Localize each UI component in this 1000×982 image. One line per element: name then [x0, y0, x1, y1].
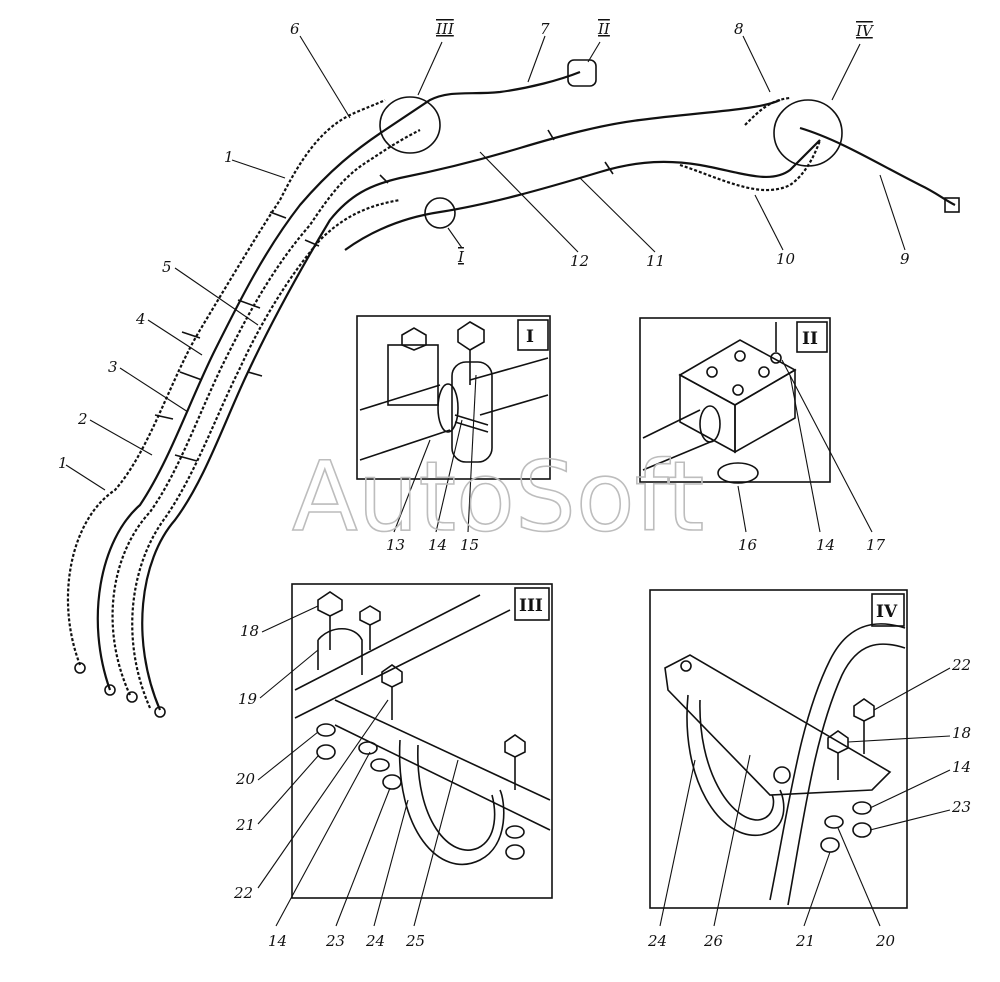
panel-III-callout-22: 22 — [233, 884, 253, 902]
marker-III: III — [435, 20, 455, 38]
panel-I-callout-15: 15 — [460, 536, 479, 554]
panel-IV-callout-24: 24 — [647, 932, 667, 950]
panel-IV-callout-21: 21 — [795, 932, 815, 950]
marker-IV: IV — [855, 22, 875, 40]
detail-panel-IV: IV 22 18 14 23 21 20 24 26 — [647, 589, 971, 950]
panel-IV-callout-23: 23 — [951, 798, 971, 816]
panel-IV-callout-20: 20 — [875, 932, 896, 950]
watermark-text: AutoSoft — [292, 441, 704, 553]
panel-II-callout-16: 16 — [738, 536, 758, 554]
panel-I-callout-14: 14 — [428, 536, 447, 554]
panel-III-callout-18: 18 — [240, 622, 259, 640]
pipe-bundle — [66, 59, 960, 718]
callout-10: 10 — [776, 250, 796, 268]
panel-III-callout-23: 23 — [325, 932, 345, 950]
marker-II: II — [597, 20, 611, 38]
callout-3: 3 — [108, 358, 118, 376]
detail-panel-I: I 13 14 15 — [356, 315, 551, 554]
panel-III-callout-24: 24 — [365, 932, 385, 950]
main-callouts: 1 1 2 3 4 5 6 7 8 9 10 11 12 — [58, 20, 910, 491]
callout-12: 12 — [570, 252, 589, 270]
panel-III-callout-25: 25 — [405, 932, 425, 950]
panel-III-label: III — [519, 596, 543, 616]
callout-1-upper: 1 — [224, 148, 234, 166]
marker-I: I — [457, 248, 465, 266]
panel-IV-callout-22: 22 — [951, 656, 971, 674]
panel-III-callout-21: 21 — [235, 816, 255, 834]
panel-II-callout-17: 17 — [866, 536, 886, 554]
panel-II-label: II — [802, 329, 818, 349]
panel-I-label: I — [526, 327, 534, 347]
callout-6: 6 — [290, 20, 300, 38]
panel-I-callout-13: 13 — [386, 536, 405, 554]
panel-IV-callout-14: 14 — [952, 758, 971, 776]
callout-5: 5 — [162, 258, 172, 276]
callout-9: 9 — [900, 250, 910, 268]
detail-panel-III: III 18 19 20 21 22 14 — [233, 583, 553, 950]
callout-4: 4 — [135, 310, 146, 328]
callout-8: 8 — [734, 20, 744, 38]
panel-III-callout-20: 20 — [235, 770, 256, 788]
detail-panel-II: II 16 14 17 — [639, 317, 886, 554]
panel-III-callout-14: 14 — [268, 932, 287, 950]
detail-markers: III II IV I — [417, 20, 875, 266]
panel-II-callout-14: 14 — [816, 536, 835, 554]
panel-III-callout-19: 19 — [238, 690, 258, 708]
callout-11: 11 — [646, 252, 665, 270]
callout-7: 7 — [540, 20, 550, 38]
callout-1-lower: 1 — [58, 454, 68, 472]
callout-2: 2 — [77, 410, 88, 428]
panel-IV-callout-26: 26 — [703, 932, 724, 950]
panel-IV-label: IV — [876, 602, 898, 622]
panel-IV-callout-18: 18 — [952, 724, 971, 742]
